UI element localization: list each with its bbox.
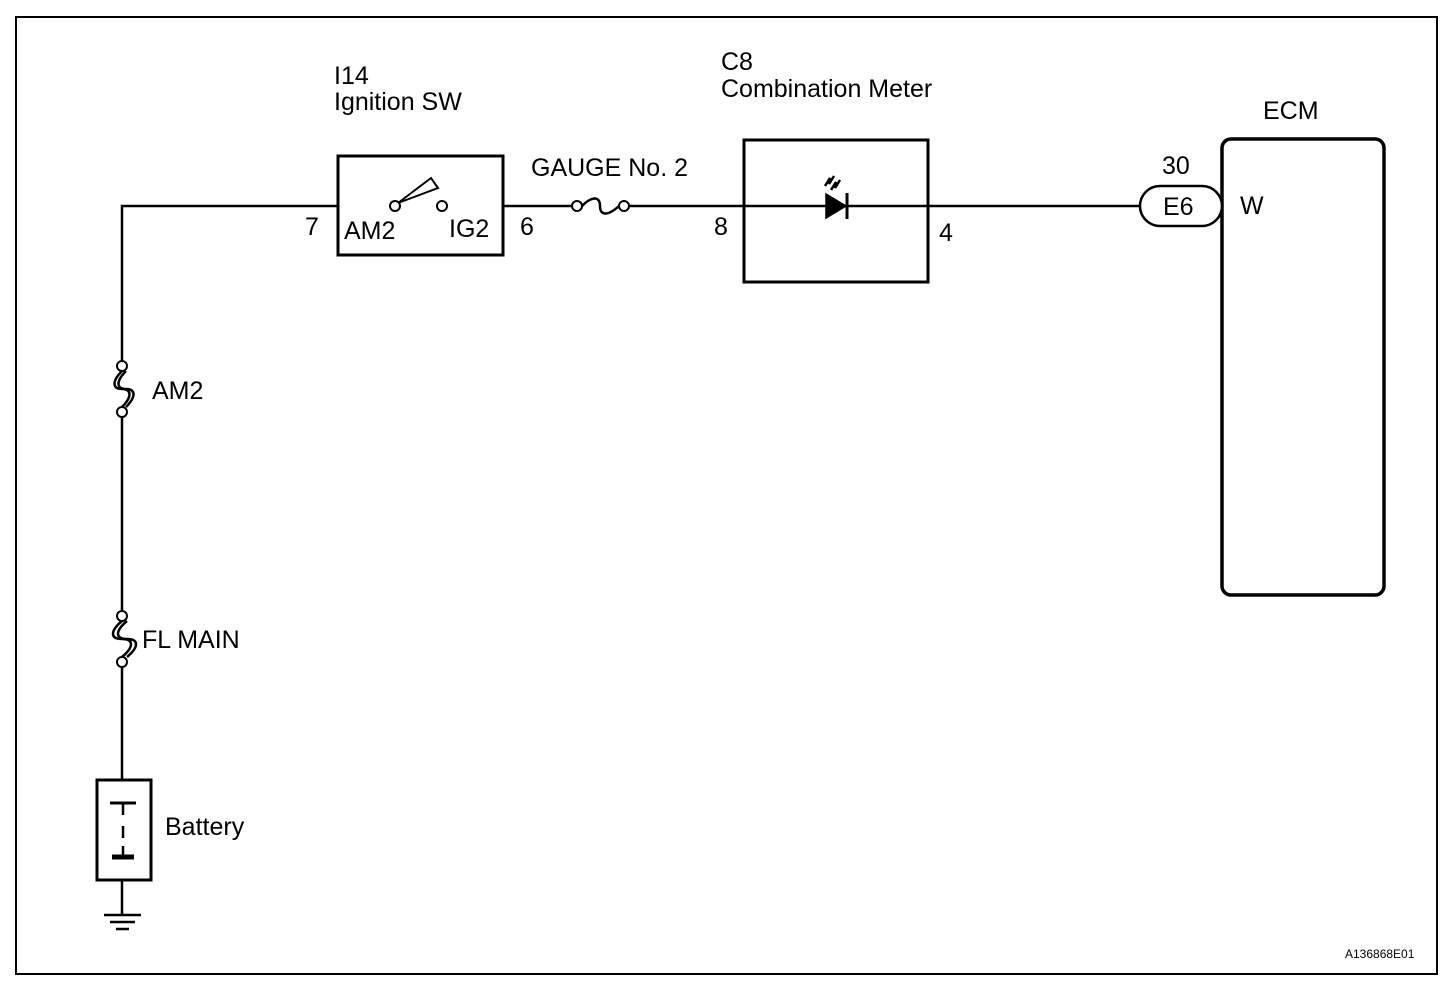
battery-label: Battery (165, 813, 245, 841)
led-emission-icon (823, 175, 836, 187)
led-triangle (825, 192, 848, 220)
combination-meter-code: C8 (721, 48, 753, 76)
flmain-fuse-element-inner (116, 620, 138, 658)
ignition-contact-am2 (389, 200, 401, 212)
flmain-fuse-label: FL MAIN (142, 626, 240, 654)
ecm-pin-30: 30 (1162, 152, 1190, 180)
flmain-fuse-terminal-bottom (116, 656, 128, 668)
combination-meter-name: Combination Meter (721, 75, 932, 103)
led-emission-icon-2 (829, 179, 842, 191)
ecm-connector-e6: E6 (1163, 193, 1194, 221)
ignition-contact-ig2 (436, 200, 448, 212)
am2-fuse-element-inner (117, 370, 135, 408)
ignition-pin-7: 7 (305, 213, 319, 241)
ecm-wire-color: W (1240, 192, 1264, 220)
ignition-pin-6: 6 (520, 213, 534, 241)
gauge-fuse-label: GAUGE No. 2 (531, 154, 688, 182)
ecm-connector (1138, 184, 1224, 228)
ecm-box (1220, 137, 1386, 597)
ignition-switch-name: Ignition SW (334, 88, 462, 116)
ignition-switch-code: I14 (334, 62, 369, 90)
wire-battery-to-ignition (120, 204, 338, 363)
gauge-fuse-element (581, 197, 620, 215)
ignition-switch-arm (397, 176, 440, 204)
am2-fuse-terminal-bottom (116, 406, 128, 418)
ecm-label: ECM (1263, 97, 1319, 125)
flmain-fuse-terminal-top (116, 610, 128, 622)
meter-pin-4: 4 (939, 219, 953, 247)
gauge-fuse-terminal-left (571, 200, 583, 212)
diagram-frame (15, 16, 1438, 975)
ignition-terminal-ig2: IG2 (449, 215, 489, 243)
ignition-switch-box (336, 154, 505, 257)
figure-code: A136868E01 (1345, 947, 1415, 961)
battery-box (95, 778, 153, 882)
gauge-fuse-terminal-right (618, 200, 630, 212)
am2-fuse-terminal-top (116, 360, 128, 372)
meter-pin-8: 8 (714, 213, 728, 241)
combination-meter-box (742, 138, 930, 284)
am2-fuse-label: AM2 (152, 377, 203, 405)
ignition-terminal-am2: AM2 (344, 217, 395, 245)
